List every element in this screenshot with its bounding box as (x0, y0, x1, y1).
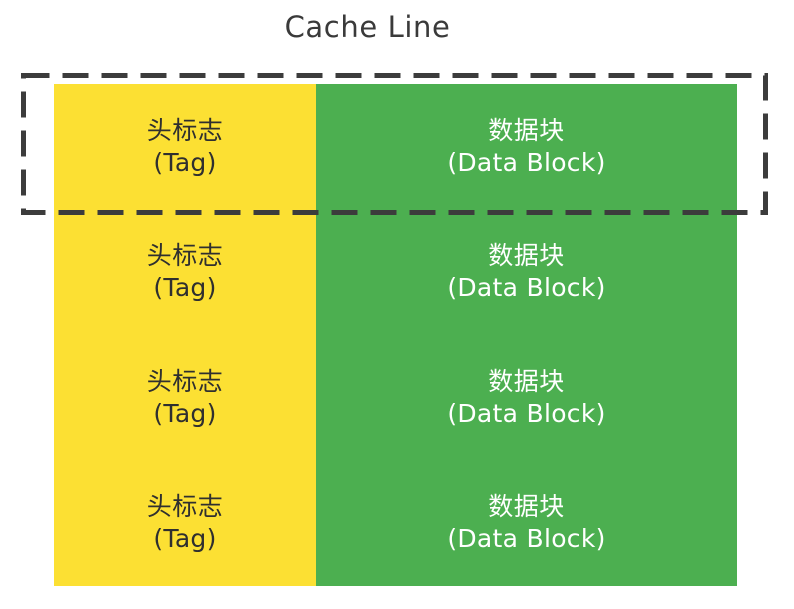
cache-rows-table: 头标志 (Tag) 数据块 (Data Block) 头标志 (Tag) 数据块… (54, 84, 737, 586)
tag-label-cn: 头标志 (146, 241, 224, 271)
tag-label-cn: 头标志 (146, 115, 224, 145)
data-block-label-en: (Data Block) (447, 398, 606, 428)
data-block-label-cn: 数据块 (488, 115, 565, 145)
tag-cell: 头标志 (Tag) (54, 209, 316, 335)
page-title: Cache Line (284, 10, 451, 44)
tag-label-en: (Tag) (153, 147, 217, 177)
tag-label-en: (Tag) (153, 524, 217, 554)
tag-label-en: (Tag) (153, 398, 217, 428)
tag-cell: 头标志 (Tag) (54, 460, 316, 586)
data-block-cell: 数据块 (Data Block) (316, 209, 737, 335)
tag-label-cn: 头标志 (146, 492, 224, 522)
data-block-label-en: (Data Block) (447, 524, 606, 554)
tag-cell: 头标志 (Tag) (54, 84, 316, 210)
data-block-label-en: (Data Block) (447, 273, 606, 303)
tag-cell: 头标志 (Tag) (54, 335, 316, 461)
tag-label-en: (Tag) (153, 273, 217, 303)
data-block-label-cn: 数据块 (488, 492, 565, 522)
data-block-cell: 数据块 (Data Block) (316, 460, 737, 586)
table-row: 头标志 (Tag) 数据块 (Data Block) (54, 335, 737, 461)
data-block-cell: 数据块 (Data Block) (316, 335, 737, 461)
tag-label-cn: 头标志 (146, 366, 224, 396)
data-block-cell: 数据块 (Data Block) (316, 84, 737, 210)
table-row: 头标志 (Tag) 数据块 (Data Block) (54, 209, 737, 335)
data-block-label-cn: 数据块 (488, 241, 565, 271)
table-row: 头标志 (Tag) 数据块 (Data Block) (54, 460, 737, 586)
data-block-label-cn: 数据块 (488, 366, 565, 396)
table-row: 头标志 (Tag) 数据块 (Data Block) (54, 84, 737, 210)
data-block-label-en: (Data Block) (447, 147, 606, 177)
